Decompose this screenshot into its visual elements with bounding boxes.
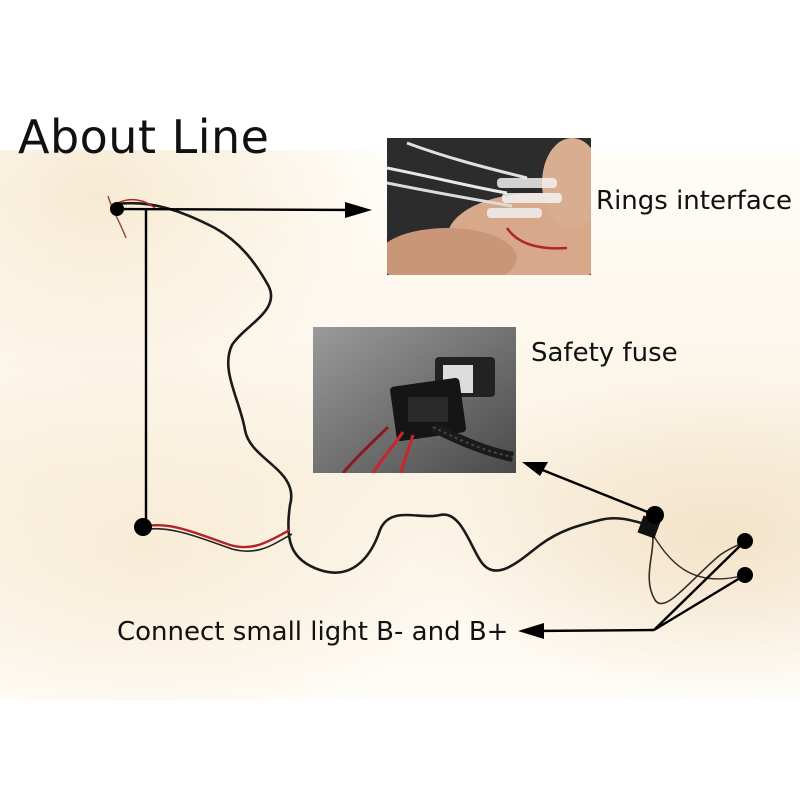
rings-interface-photo: [387, 138, 591, 275]
right-leads-2: [649, 529, 746, 580]
light-pointer-line-1: [653, 540, 746, 631]
light-pointer-line-2: [653, 573, 746, 632]
light-pointer-horizontal: [529, 628, 655, 633]
node-dot-icon: [134, 518, 152, 536]
diagram-title: About Line: [18, 110, 270, 164]
node-dot-icon: [646, 506, 664, 524]
black-cable-left: [141, 528, 293, 552]
connect-small-light-label: Connect small light B- and B+: [117, 617, 509, 647]
black-cable: [117, 201, 651, 574]
rings-pointer-line: [116, 207, 361, 212]
node-dot-icon: [110, 202, 124, 216]
red-cable-left: [141, 524, 291, 549]
thin-lead-top: [107, 195, 127, 239]
rings-interface-label: Rings interface: [596, 186, 793, 216]
safety-fuse-photo: [313, 327, 516, 473]
thin-lead-top-2: [115, 198, 156, 209]
fuse-pointer-line: [534, 465, 656, 517]
safety-fuse-label: Safety fuse: [531, 338, 678, 368]
arrow-right-icon: [345, 202, 372, 218]
arrow-left-icon: [518, 623, 544, 639]
right-leads: [648, 524, 746, 605]
arrow-left-icon: [522, 462, 548, 476]
